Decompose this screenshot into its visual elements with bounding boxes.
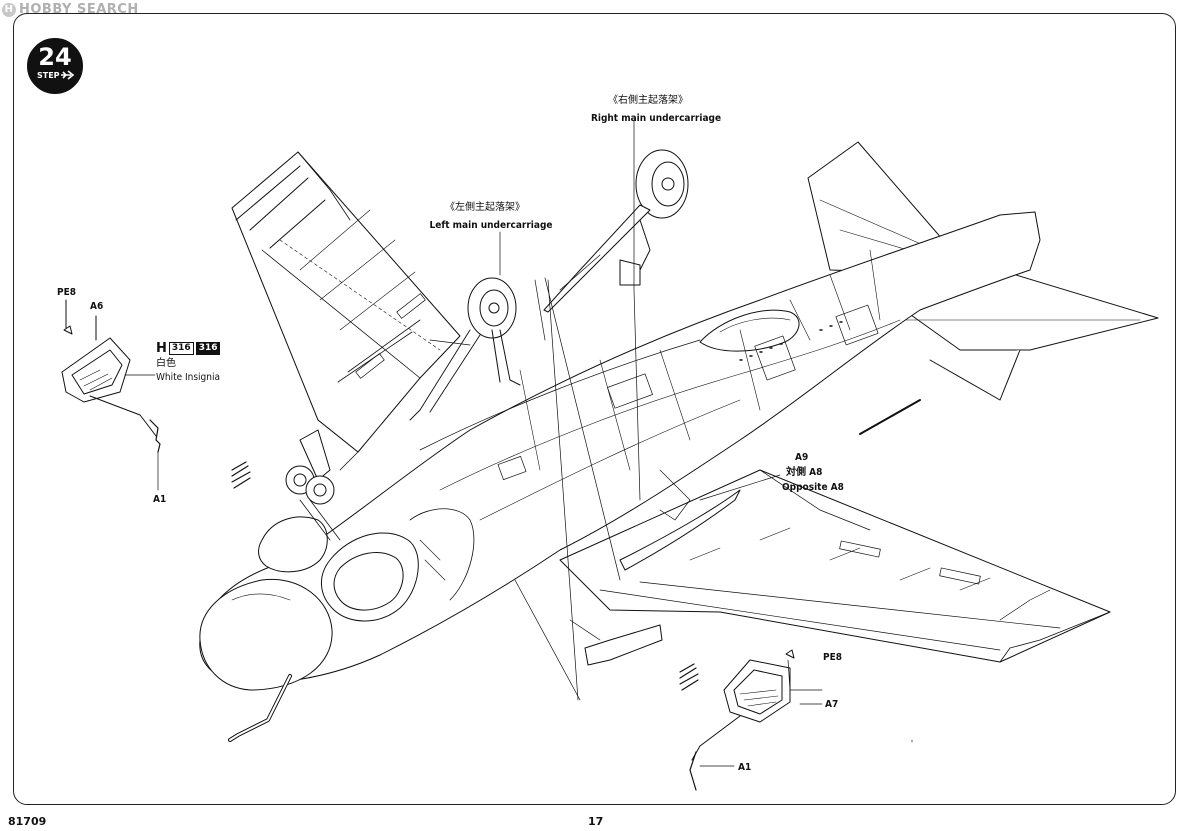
a1-bottom-label: A1 xyxy=(738,762,752,773)
paint-callout: H 316 316 xyxy=(156,341,221,356)
a9-fairing xyxy=(585,490,740,665)
nose-gear xyxy=(286,430,340,540)
left-wing xyxy=(232,152,460,470)
right-main-undercarriage xyxy=(544,150,688,312)
paint-code-outline: 316 xyxy=(168,342,194,355)
pe8-top-label: PE8 xyxy=(57,287,76,298)
step-arrow-icon xyxy=(61,70,75,80)
page-number: 17 xyxy=(588,815,604,828)
page-frame xyxy=(13,13,1176,805)
step-badge: 24 STEP xyxy=(27,38,83,94)
watermark-logo-icon: H xyxy=(2,2,16,17)
a1-left-label: A1 xyxy=(153,494,167,505)
right-gear-label-cn: 《右側主起落架》 xyxy=(608,95,688,106)
a7-part-assembly xyxy=(690,650,822,790)
paint-letter: H xyxy=(156,341,167,356)
a7-label: A7 xyxy=(825,699,839,710)
paint-name-en: White Insignia xyxy=(156,372,220,383)
a8-label-cn: 対側 A8 xyxy=(786,467,823,478)
step-label: STEP xyxy=(37,71,60,80)
kit-number: 81709 xyxy=(8,815,47,828)
refuel-probe xyxy=(230,676,290,740)
placement-guide-lines xyxy=(500,120,912,742)
engine-intakes xyxy=(259,509,474,621)
a6-label: A6 xyxy=(90,301,104,312)
a8-label-en: Opposite A8 xyxy=(782,482,844,493)
right-gear-label-en: Right main undercarriage xyxy=(590,113,722,124)
a6-part-assembly xyxy=(62,300,160,490)
left-main-undercarriage xyxy=(410,278,520,420)
hatch-marks xyxy=(232,462,698,690)
paint-name-cn: 白色 xyxy=(156,358,176,369)
left-gear-label-cn: 《左側主起落架》 xyxy=(445,202,525,213)
a9-label: A9 xyxy=(795,452,809,463)
pe8-bottom-label: PE8 xyxy=(823,652,842,663)
paint-code-filled: 316 xyxy=(195,342,221,355)
left-gear-label-en: Left main undercarriage xyxy=(429,220,553,231)
step-number: 24 xyxy=(38,43,72,71)
